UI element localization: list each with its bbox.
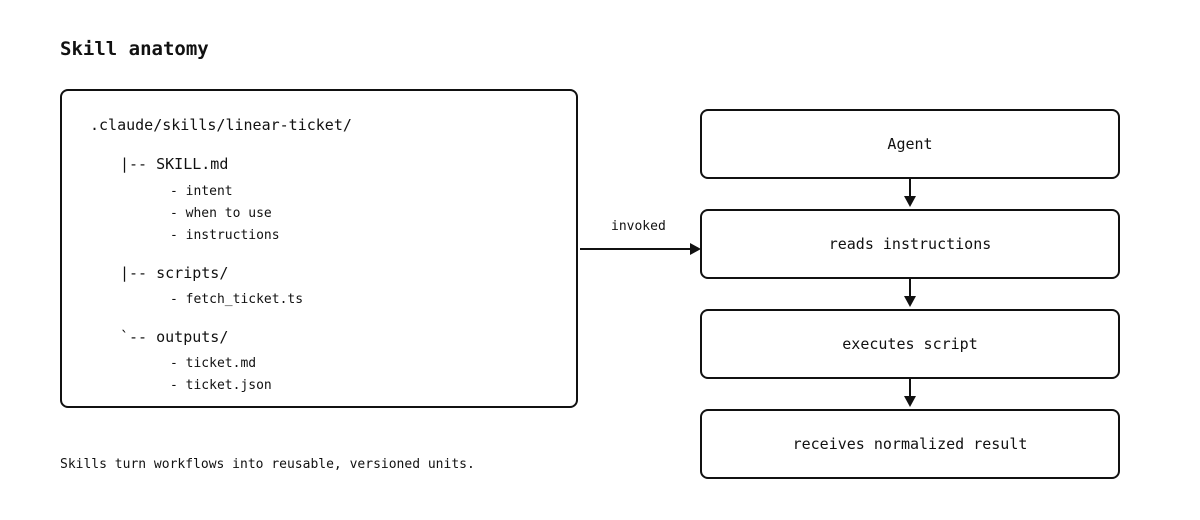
tree-node-skill-md: |-- SKILL.md	[120, 155, 229, 173]
tree-leaf-instructions: - instructions	[170, 228, 280, 243]
flow-arrowhead-3	[904, 396, 916, 407]
flow-arrow-1	[909, 179, 911, 196]
tree-leaf-fetch-ticket: - fetch_ticket.ts	[170, 292, 304, 307]
flow-arrow-2	[909, 279, 911, 296]
footnote-caption: Skills turn workflows into reusable, ver…	[60, 457, 475, 472]
skill-folder-tree: .claude/skills/linear-ticket/ |-- SKILL.…	[60, 89, 578, 408]
tree-root-path: .claude/skills/linear-ticket/	[90, 116, 352, 134]
flow-arrow-3	[909, 379, 911, 396]
invoked-label: invoked	[611, 219, 666, 234]
flow-step-executes-script: executes script	[700, 309, 1120, 379]
tree-leaf-ticket-json: - ticket.json	[170, 378, 272, 393]
tree-leaf-intent: - intent	[170, 184, 233, 199]
tree-leaf-ticket-md: - ticket.md	[170, 356, 257, 371]
flow-step-receives-result: receives normalized result	[700, 409, 1120, 479]
invoked-arrow-line	[580, 248, 690, 250]
tree-node-outputs: `-- outputs/	[120, 328, 229, 346]
tree-leaf-when-to-use: - when to use	[170, 206, 272, 221]
flow-step-reads-instructions: reads instructions	[700, 209, 1120, 279]
invoked-arrowhead	[690, 243, 701, 255]
flow-step-agent: Agent	[700, 109, 1120, 179]
diagram-title: Skill anatomy	[60, 38, 209, 60]
flow-arrowhead-1	[904, 196, 916, 207]
flow-arrowhead-2	[904, 296, 916, 307]
tree-node-scripts: |-- scripts/	[120, 264, 229, 282]
